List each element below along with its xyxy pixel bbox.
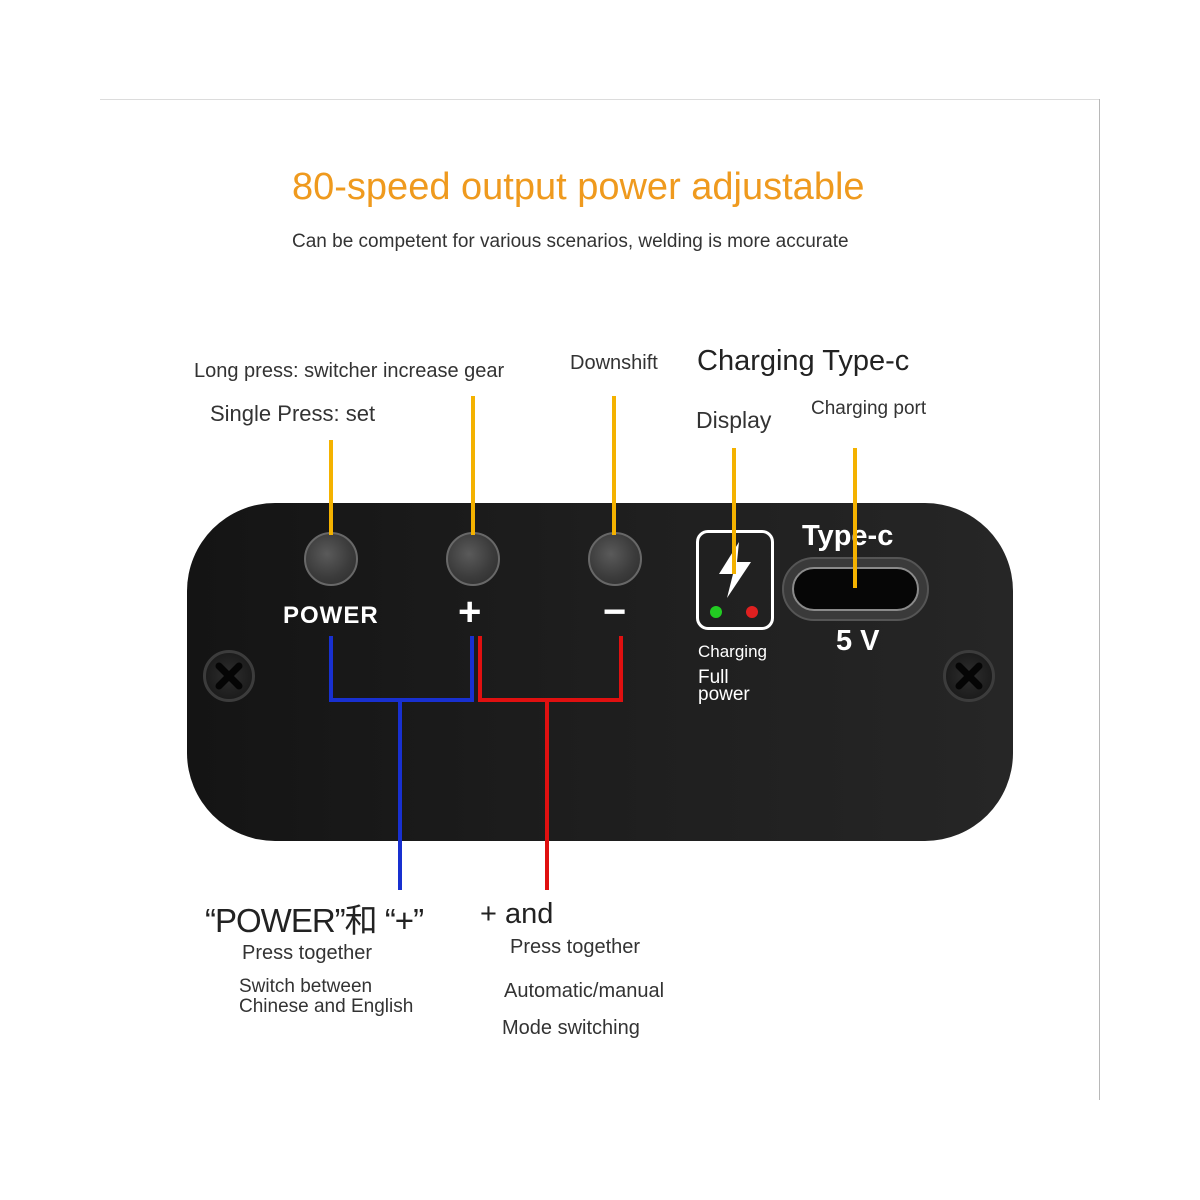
power-button[interactable] xyxy=(304,532,358,586)
callout-long-press: Long press: switcher increase gear xyxy=(194,360,505,382)
green-led xyxy=(710,606,722,618)
press-together-left: Press together xyxy=(242,942,373,964)
callout-line-plus xyxy=(471,396,475,535)
red-line-horizontal xyxy=(478,698,623,702)
red-led xyxy=(746,606,758,618)
red-line-plus xyxy=(478,636,482,702)
page-subtitle: Can be competent for various scenarios, … xyxy=(292,231,849,252)
frame-right-line xyxy=(1099,99,1100,1100)
plus-button[interactable] xyxy=(446,532,500,586)
blue-line-plus xyxy=(470,636,474,702)
usb-type-c-label: Type-c xyxy=(802,520,894,552)
combo-plus-and-label: + and xyxy=(480,898,554,930)
minus-button-label: − xyxy=(603,590,627,634)
combo-power-plus-label: “POWER”和 “+” xyxy=(205,902,424,939)
blue-line-down xyxy=(398,698,402,890)
voltage-label: 5 V xyxy=(836,625,880,657)
display-charging-label: Charging xyxy=(698,642,767,661)
callout-line-minus xyxy=(612,396,616,535)
callout-downshift: Downshift xyxy=(570,352,658,374)
left-screw-icon xyxy=(203,650,255,702)
press-together-right: Press together xyxy=(510,936,641,958)
frame-top-line xyxy=(100,99,1100,100)
right-screw-icon xyxy=(943,650,995,702)
callout-line-usb xyxy=(853,448,857,588)
minus-button[interactable] xyxy=(588,532,642,586)
switch-language-label: Switch between Chinese and English xyxy=(239,976,414,1017)
callout-charging-port: Charging port xyxy=(811,398,927,419)
blue-line-power xyxy=(329,636,333,702)
mode-switching-label: Mode switching xyxy=(502,1017,640,1039)
plus-button-label: + xyxy=(458,590,482,634)
callout-line-power xyxy=(329,440,333,535)
callout-single-press: Single Press: set xyxy=(210,401,376,426)
page-title: 80-speed output power adjustable xyxy=(292,166,865,208)
red-line-minus xyxy=(619,636,623,702)
display-full-power-label: Full power xyxy=(698,667,750,705)
auto-manual-label: Automatic/manual xyxy=(504,980,665,1002)
red-line-down xyxy=(545,698,549,890)
power-button-label: POWER xyxy=(283,602,379,629)
callout-display: Display xyxy=(696,407,772,433)
callout-charging-type-c: Charging Type-c xyxy=(697,345,910,377)
callout-line-display xyxy=(732,448,736,574)
